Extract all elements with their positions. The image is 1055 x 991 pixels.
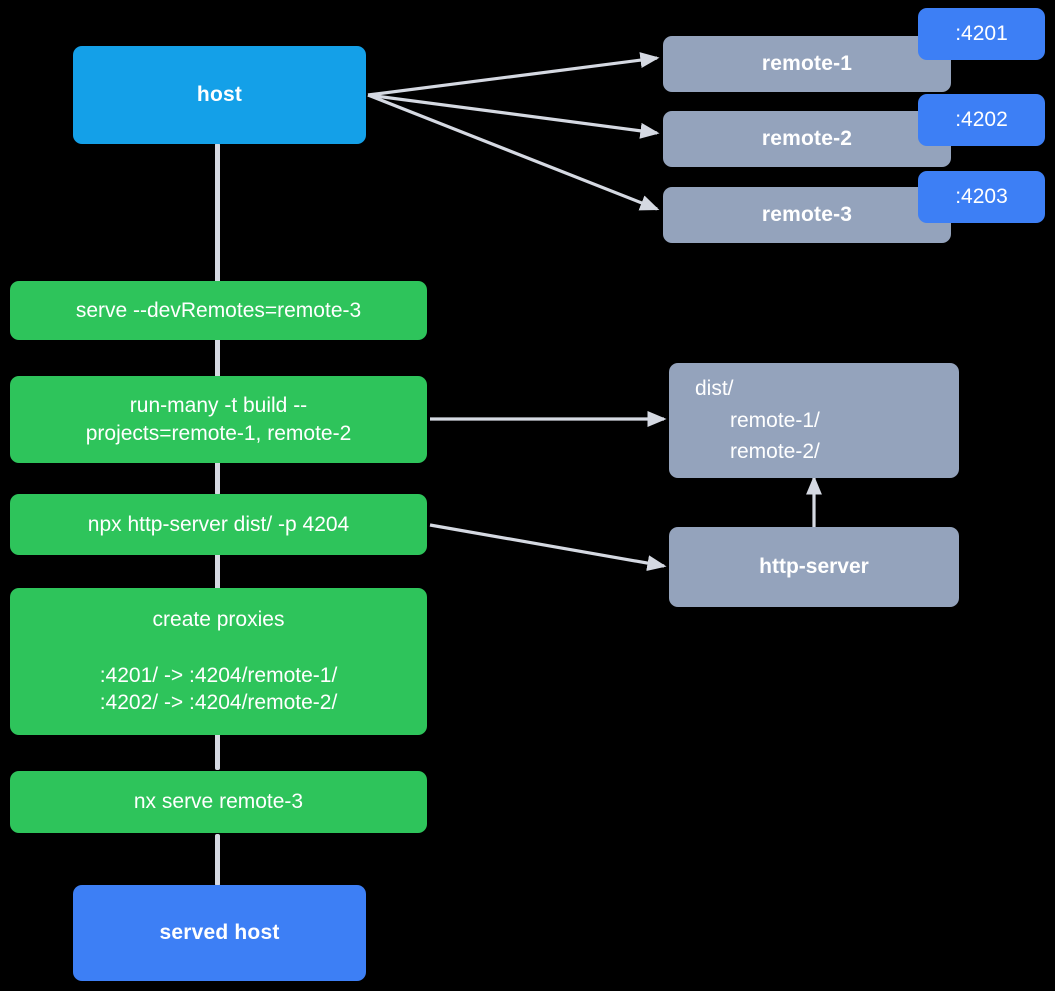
command-npx-http-server[interactable]: npx http-server dist/ -p 4204 [10,494,427,555]
node-remote-2[interactable]: remote-2 [663,111,951,167]
port-badge-remote-1[interactable]: :4201 [918,8,1045,60]
port-badge-remote-2[interactable]: :4202 [918,94,1045,146]
node-dist-folder[interactable]: dist/ remote-1/ remote-2/ [669,363,959,478]
edge-host-to-remote-3 [367,93,660,211]
connector-proxies-to-nxserve [215,733,220,770]
command-run-many-build[interactable]: run-many -t build -- projects=remote-1, … [10,376,427,463]
command-nx-serve-remote-3[interactable]: nx serve remote-3 [10,771,427,833]
command-create-proxies[interactable]: create proxies :4201/ -> :4204/remote-1/… [10,588,427,735]
port-badge-remote-3[interactable]: :4203 [918,171,1045,223]
edge-npx-to-http-server [429,523,667,572]
node-remote-3[interactable]: remote-3 [663,187,951,243]
connector-serve-to-runmany [215,338,220,378]
edge-host-to-remote-1 [367,52,660,97]
node-host[interactable]: host [73,46,366,144]
node-http-server[interactable]: http-server [669,527,959,607]
edge-host-to-remote-2 [367,93,660,139]
command-serve-dev-remotes[interactable]: serve --devRemotes=remote-3 [10,281,427,340]
connector-nxserve-to-servedhost [215,834,220,886]
connector-host-to-serve [215,143,220,285]
node-remote-1[interactable]: remote-1 [663,36,951,92]
connector-runmany-to-npx [215,461,220,495]
node-served-host[interactable]: served host [73,885,366,981]
connector-npx-to-proxies [215,553,220,590]
